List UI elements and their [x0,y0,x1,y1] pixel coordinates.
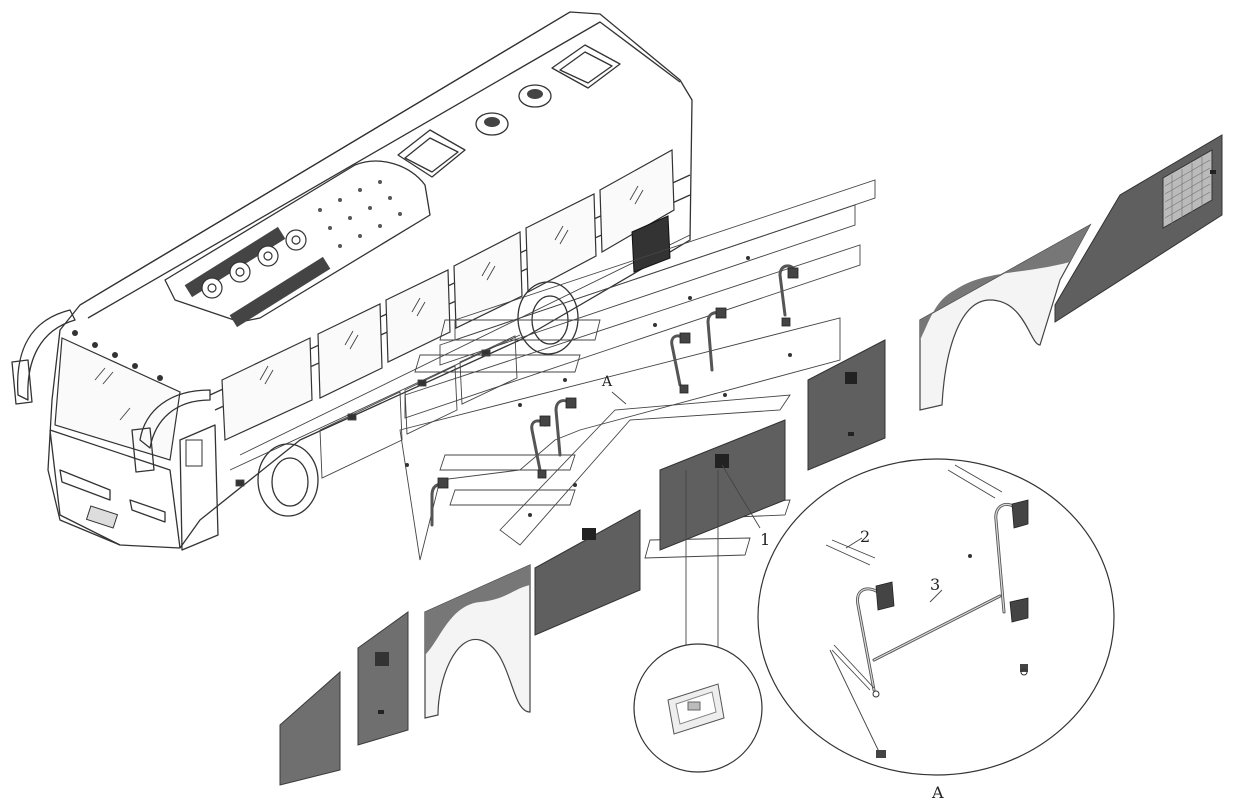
callout-part-2: 2 [860,527,870,546]
wheel-arch-panel-rear [919,223,1092,411]
callout-part-1: 1 [760,530,770,549]
side-windows [221,148,675,441]
skin-panel-1 [279,670,341,786]
skin-panel-4 [659,419,786,551]
roof-edge [79,11,681,319]
skin-panel-5 [807,339,886,471]
detail-view-a-title: A [931,783,944,802]
skin-panel-outlines [399,179,876,561]
side-skin-panels [279,134,1223,786]
front-face [49,429,181,549]
step-brackets [405,256,799,527]
rearview-mirrors [11,309,211,473]
skin-panel-3 [534,509,641,636]
callout-part-3: 3 [930,575,940,594]
skin-panel-2 [357,611,409,746]
front-door [179,424,219,551]
roof-ac-unit [164,160,431,328]
bus-illustration [11,11,693,551]
detail-circle-plate [633,643,763,773]
windshield [54,337,181,461]
bus-body-outline [47,11,693,549]
detail-view-a [757,458,1115,776]
skirt-line [229,234,691,471]
license-plate [85,505,119,529]
luggage-doors [235,335,518,487]
roof-hatches [397,44,621,178]
rear-vent-grille [1162,149,1213,229]
callout-view-a-marker: A [601,374,613,390]
